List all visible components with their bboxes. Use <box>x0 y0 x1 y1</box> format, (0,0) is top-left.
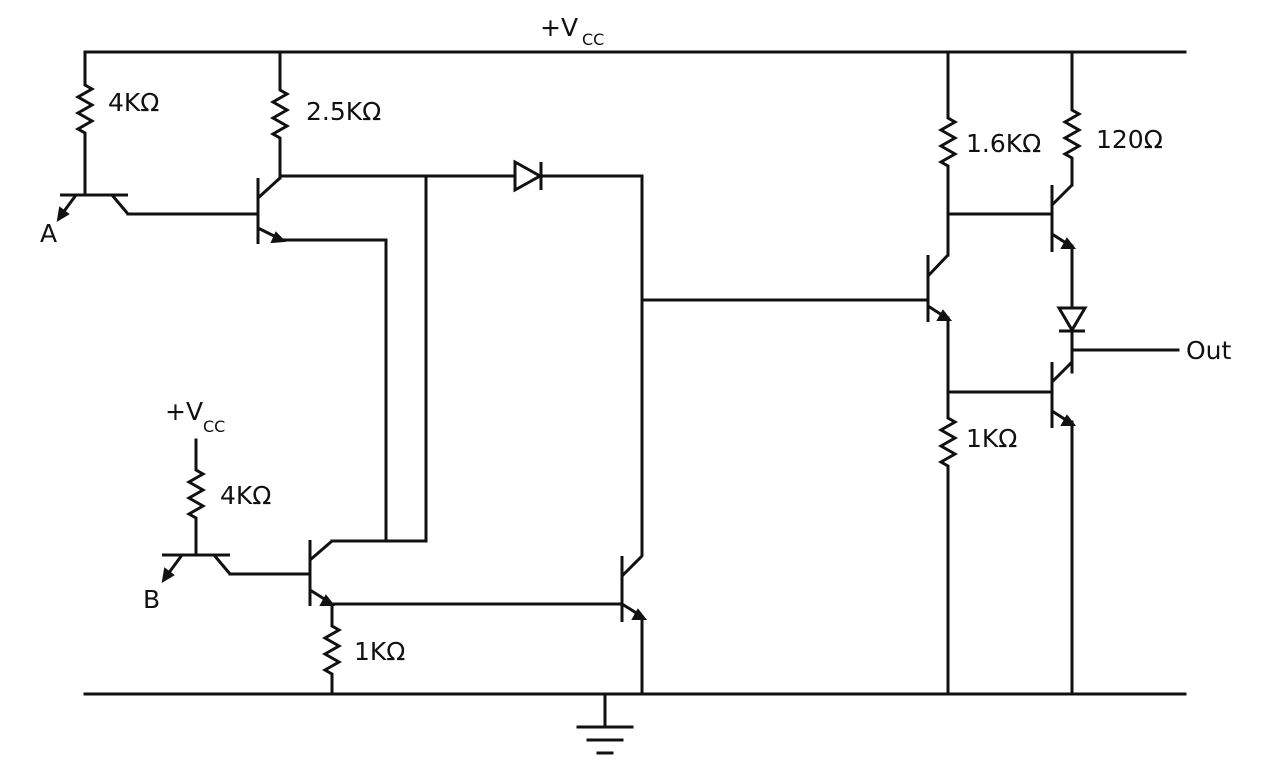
input-a-label: A <box>40 219 57 248</box>
resistor-r3-label: 4KΩ <box>220 481 271 510</box>
input-b-label: B <box>143 585 160 614</box>
resistor-r1-label: 4KΩ <box>108 88 159 117</box>
vcc-label-subscript: CC <box>582 30 604 49</box>
transistor-q3 <box>620 554 648 622</box>
resistor-r7 <box>937 408 959 696</box>
ground-symbol <box>576 692 634 755</box>
resistor-r4 <box>321 618 343 696</box>
diode-d1 <box>513 159 544 193</box>
transistor-q2 <box>308 539 336 606</box>
local-vcc-label-subscript: CC <box>203 417 225 436</box>
resistor-r5 <box>937 50 959 257</box>
resistor-r6-label: 120Ω <box>1096 125 1163 154</box>
wire-q1-emitter <box>278 238 388 543</box>
resistor-r5-label: 1.6KΩ <box>966 129 1041 158</box>
input-transistor-a <box>56 193 130 222</box>
resistor-r2 <box>269 50 291 180</box>
vcc-label-plus-v: +V <box>540 13 578 42</box>
output-label: Out <box>1186 336 1232 365</box>
transistor-q1 <box>256 176 287 244</box>
resistor-r4-label: 1KΩ <box>354 637 405 666</box>
resistor-r1 <box>74 50 96 197</box>
input-transistor-b <box>161 553 232 583</box>
local-vcc-label-plus-v: +V <box>165 397 203 426</box>
resistor-r6 <box>1061 50 1083 187</box>
transistor-q5 <box>1050 183 1077 252</box>
wire-diode-to-q3 <box>539 174 644 557</box>
resistor-r2-label: 2.5KΩ <box>306 97 381 126</box>
resistor-r7-label: 1KΩ <box>966 424 1017 453</box>
transistor-q4 <box>926 253 953 322</box>
resistor-r3 <box>185 438 207 557</box>
diode-d2 <box>1056 306 1088 333</box>
